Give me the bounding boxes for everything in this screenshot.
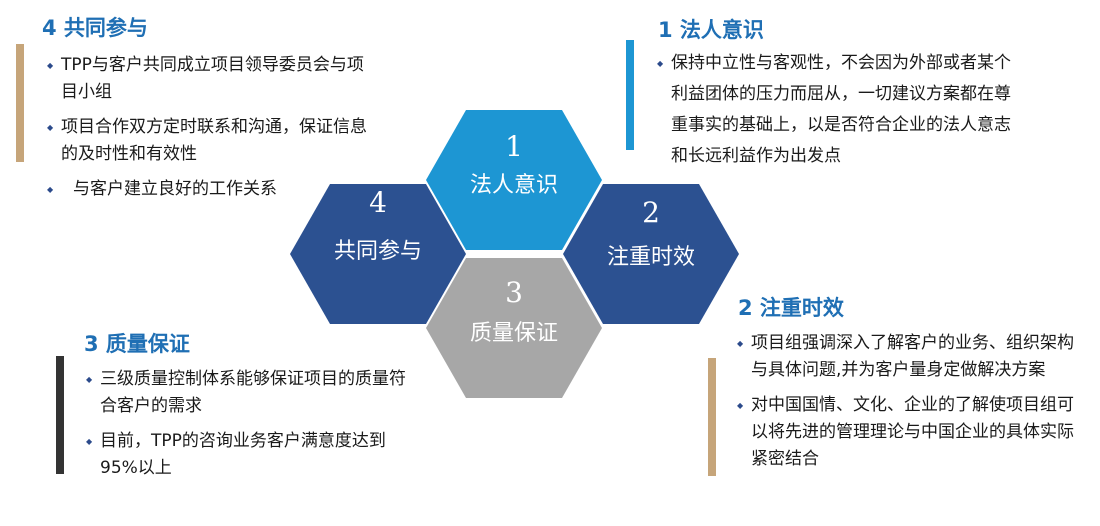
section-4-list: TPP与客户共同成立项目领导委员会与项目小组 项目合作双方定时联系和沟通，保证信…: [47, 52, 377, 211]
section-1-item: 保持中立性与客观性，不会因为外部或者某个利益团体的压力而屈从，一切建议方案都在尊…: [657, 48, 1012, 172]
section-4-title: 4 共同参与: [42, 16, 148, 40]
section-2-item: 项目组强调深入了解客户的业务、组织架构与具体问题,并为客户量身定做解决方案: [737, 330, 1087, 384]
section-2-list: 项目组强调深入了解客户的业务、组织架构与具体问题,并为客户量身定做解决方案 对中…: [737, 330, 1087, 481]
section-3-item: 三级质量控制体系能够保证项目的质量符合客户的需求: [86, 366, 416, 420]
section-3-item: 目前，TPP的咨询业务客户满意度达到95%以上: [86, 428, 416, 482]
section-3-list: 三级质量控制体系能够保证项目的质量符合客户的需求 目前，TPP的咨询业务客户满意…: [86, 366, 416, 490]
hexagon-3-number: 3: [505, 276, 523, 309]
section-2-item: 对中国国情、文化、企业的了解使项目组可以将先进的管理理论与中国企业的具体实际紧密…: [737, 392, 1087, 473]
hexagon-2[interactable]: 2 注重时效: [563, 184, 739, 324]
section-1-title: 1 法人意识: [658, 18, 764, 42]
section-2-title: 2 注重时效: [738, 296, 844, 320]
hexagon-4[interactable]: 4 共同参与: [290, 184, 466, 324]
section-1-list: 保持中立性与客观性，不会因为外部或者某个利益团体的压力而屈从，一切建议方案都在尊…: [657, 48, 1012, 180]
hexagon-2-number: 2: [642, 196, 660, 229]
section-1-accent-bar: [626, 40, 634, 150]
section-2-accent-bar: [708, 358, 716, 476]
section-4-accent-bar: [16, 44, 24, 162]
section-4-item: TPP与客户共同成立项目领导委员会与项目小组: [47, 52, 377, 106]
section-3-title: 3 质量保证: [84, 332, 190, 356]
hexagon-1-number: 1: [505, 130, 523, 163]
hexagon-3-label: 质量保证: [470, 321, 558, 346]
hexagon-1-label: 法人意识: [470, 173, 558, 198]
section-4-item: 项目合作双方定时联系和沟通，保证信息的及时性和有效性: [47, 114, 377, 168]
hexagon-4-label: 共同参与: [334, 239, 422, 264]
hexagon-3[interactable]: 3 质量保证: [426, 258, 602, 398]
hexagon-1[interactable]: 1 法人意识: [426, 110, 602, 250]
section-3-accent-bar: [56, 356, 64, 474]
section-4-item: 与客户建立良好的工作关系: [47, 176, 377, 203]
hexagon-2-label: 注重时效: [607, 245, 695, 270]
